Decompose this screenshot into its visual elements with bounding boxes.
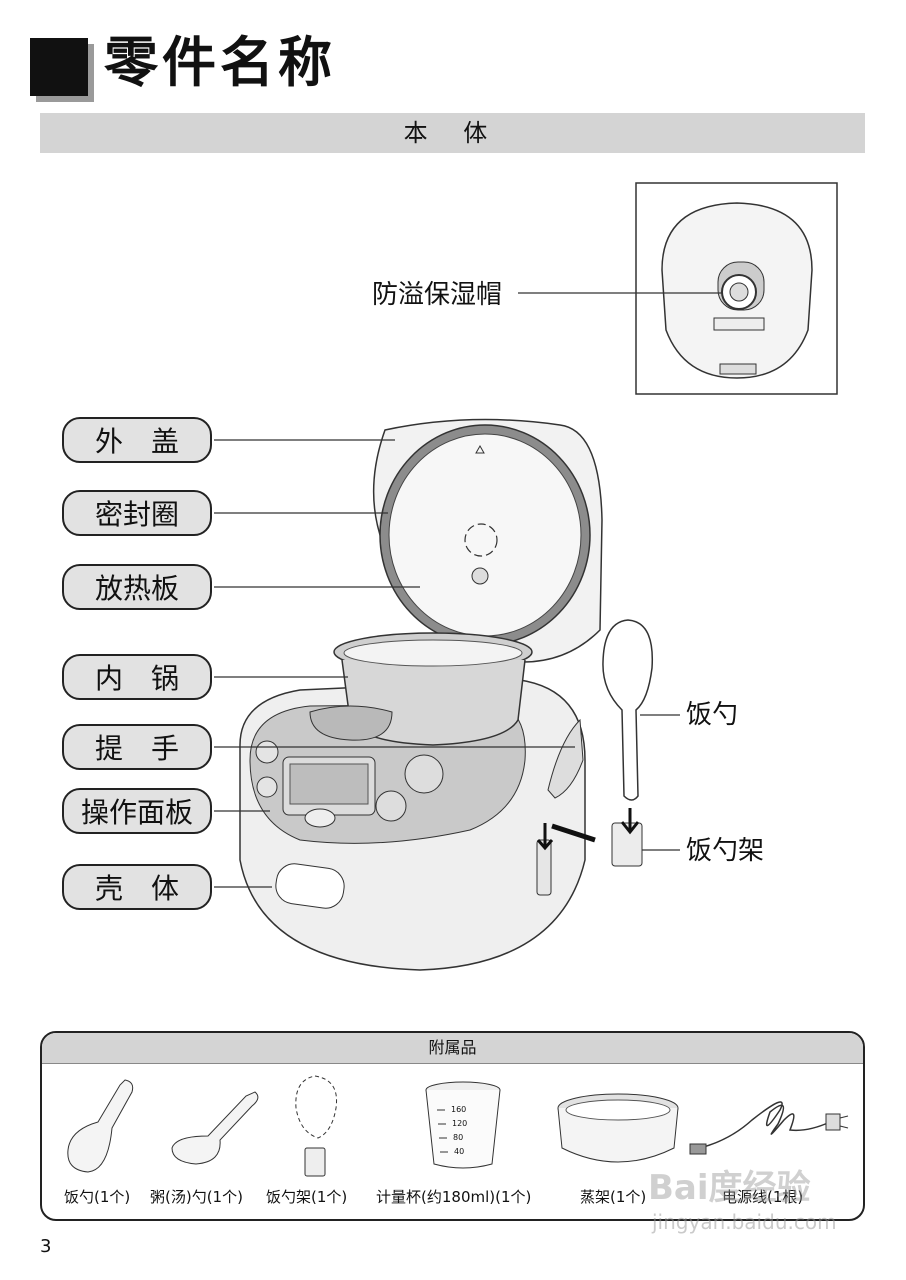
- cup-mark-120: 120: [452, 1119, 468, 1128]
- pot-handle-shape: [309, 705, 393, 741]
- accessory-caption-soup-ladle: 粥(汤)勺(1个): [150, 1188, 243, 1206]
- label-anti-overflow-cap: 防溢保湿帽: [372, 280, 503, 310]
- label-spoon: 饭勺: [686, 700, 739, 730]
- accessory-caption-spoon-holder: 饭勺架(1个): [266, 1188, 348, 1206]
- accessory-caption-measuring-cup: 计量杯(约180ml)(1个): [376, 1188, 532, 1206]
- section-header-body: 本 体: [40, 113, 865, 153]
- label-body-shell: 壳 体: [62, 864, 212, 910]
- label-inner-pot: 内 锅: [62, 654, 212, 700]
- accessories-panel: 附属品: [40, 1031, 865, 1221]
- accessory-soup-ladle-drawing: [171, 1091, 259, 1165]
- watermark-url: jingyan.baidu.com: [652, 1210, 837, 1234]
- accessory-rice-spoon-drawing: [67, 1079, 134, 1173]
- page-title: 零件名称: [104, 31, 336, 94]
- accessory-caption-rice-spoon: 饭勺(1个): [64, 1188, 131, 1206]
- watermark-brand: Bai度经验: [648, 1168, 811, 1208]
- title-marker-block: [30, 38, 88, 96]
- accessory-steam-rack-drawing: [557, 1093, 679, 1163]
- cup-mark-160: 160: [451, 1105, 467, 1114]
- label-seal-ring: 密封圈: [62, 490, 212, 536]
- accessory-spoon-holder-drawing: [295, 1075, 338, 1177]
- label-outer-lid: 外 盖: [62, 417, 212, 463]
- accessories-title: 附属品: [42, 1033, 863, 1064]
- label-heat-plate: 放热板: [62, 564, 212, 610]
- cup-mark-40: 40: [454, 1147, 465, 1156]
- accessory-caption-steam-rack: 蒸架(1个): [580, 1188, 647, 1206]
- accessory-measuring-cup-drawing: [425, 1081, 501, 1169]
- label-handle: 提 手: [62, 724, 212, 770]
- label-spoon-holder: 饭勺架: [686, 836, 765, 866]
- page-number: 3: [40, 1236, 52, 1257]
- accessory-caption-power-cord: 电源线(1根): [722, 1188, 804, 1206]
- spoon-shape: [602, 619, 654, 801]
- accessory-power-cord-drawing: [689, 1101, 849, 1155]
- cup-mark-80: 80: [453, 1133, 464, 1142]
- label-control-panel: 操作面板: [62, 788, 212, 834]
- spoon-holder-shape: [611, 822, 643, 867]
- heat-plate-shape: [388, 433, 582, 637]
